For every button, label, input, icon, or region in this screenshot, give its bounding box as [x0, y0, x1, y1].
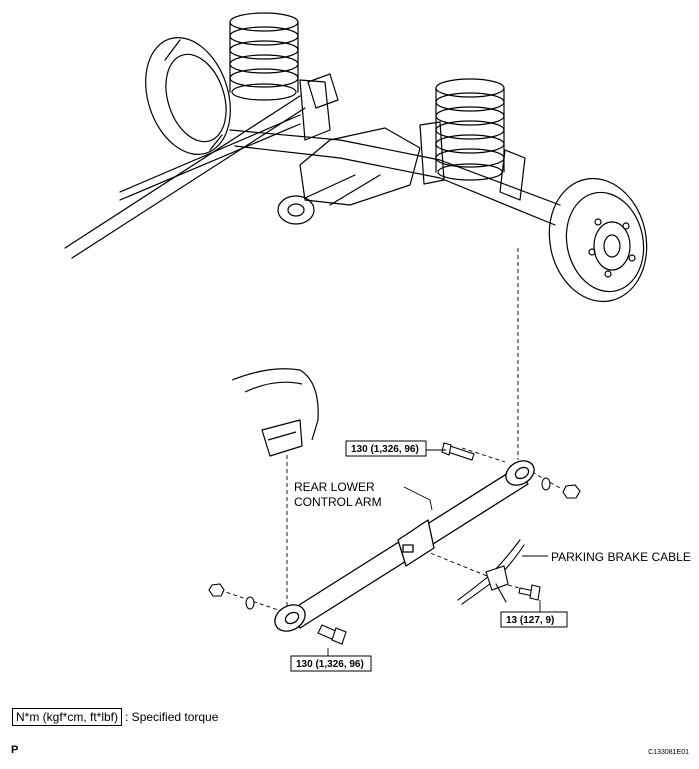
alignment-lines — [219, 248, 561, 613]
torque-spec-front-bolt: 130 (1,326, 96) — [290, 655, 372, 672]
rear-nut — [562, 484, 581, 499]
legend-description: : Specified torque — [125, 710, 219, 724]
callout-rear-lower-control-arm: REAR LOWER CONTROL ARM — [294, 480, 382, 509]
front-bolt — [317, 624, 347, 645]
torque-rear-bolt-text: 130 (1,326, 96) — [351, 444, 419, 455]
front-nut — [208, 583, 225, 597]
torque-front-bolt-text: 130 (1,326, 96) — [296, 659, 364, 670]
torque-spec-rear-bolt: 130 (1,326, 96) — [345, 440, 427, 457]
torque-spec-cable-bolt: 13 (127, 9) — [500, 611, 568, 628]
legend-unit-box: N*m (kgf*cm, ft*lbf) — [12, 708, 123, 726]
cable-bolt — [518, 584, 541, 601]
rear-lower-control-arm — [274, 460, 535, 632]
torque-legend: N*m (kgf*cm, ft*lbf) : Specified torque — [12, 708, 218, 726]
left-coil-spring — [229, 12, 299, 101]
rear-washer — [541, 477, 551, 491]
fasteners — [208, 442, 581, 645]
rear-axle-assembly — [64, 12, 648, 303]
parking-brake-cable — [457, 539, 525, 605]
right-brake-disc — [548, 177, 648, 303]
label-rear-lower-control-arm-1: REAR LOWER — [294, 480, 375, 494]
torque-cable-bolt-text: 13 (127, 9) — [506, 615, 554, 626]
front-washer — [245, 596, 255, 610]
page-code: P — [11, 744, 19, 756]
figure-id: C133081E01 — [648, 749, 689, 756]
body-bracket — [231, 368, 319, 457]
right-coil-spring — [435, 78, 505, 181]
rear-bolt — [441, 442, 475, 461]
differential-carrier — [277, 127, 421, 225]
leader-lines — [327, 449, 548, 656]
label-parking-brake-cable: PARKING BRAKE CABLE — [551, 550, 691, 564]
label-rear-lower-control-arm-2: CONTROL ARM — [294, 495, 382, 509]
